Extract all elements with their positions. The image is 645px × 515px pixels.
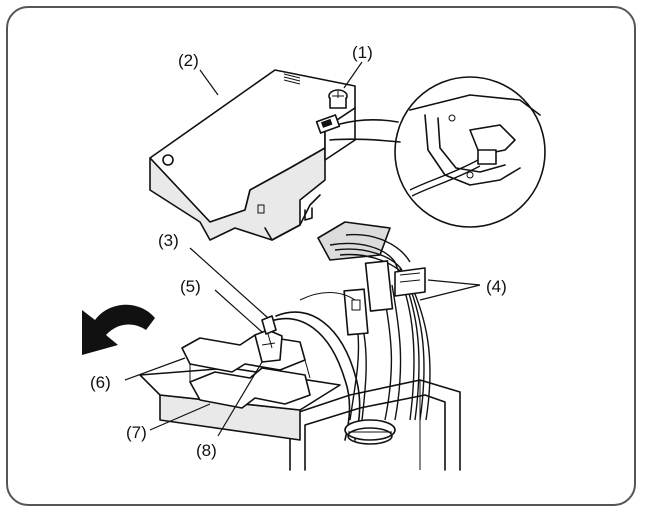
callout-1: (1) [352,43,373,62]
callout-5: (5) [180,277,201,296]
connector-lower [343,288,369,421]
detail-magnifier [329,76,546,228]
grommet [344,419,396,445]
callout-8: (8) [196,441,217,460]
leader-lines [124,61,481,437]
callout-2: (2) [178,51,199,70]
cable [267,292,361,441]
screw [328,89,348,109]
control-box [149,69,356,241]
wire-harness [317,221,431,421]
clamp-assembly [181,315,311,409]
connector-upper [364,260,426,312]
callout-4: (4) [486,277,507,296]
curved-arrow-icon [82,304,155,355]
callout-6: (6) [90,373,111,392]
callout-3: (3) [158,231,179,250]
callout-7: (7) [126,423,147,442]
vent-slots [283,73,301,85]
